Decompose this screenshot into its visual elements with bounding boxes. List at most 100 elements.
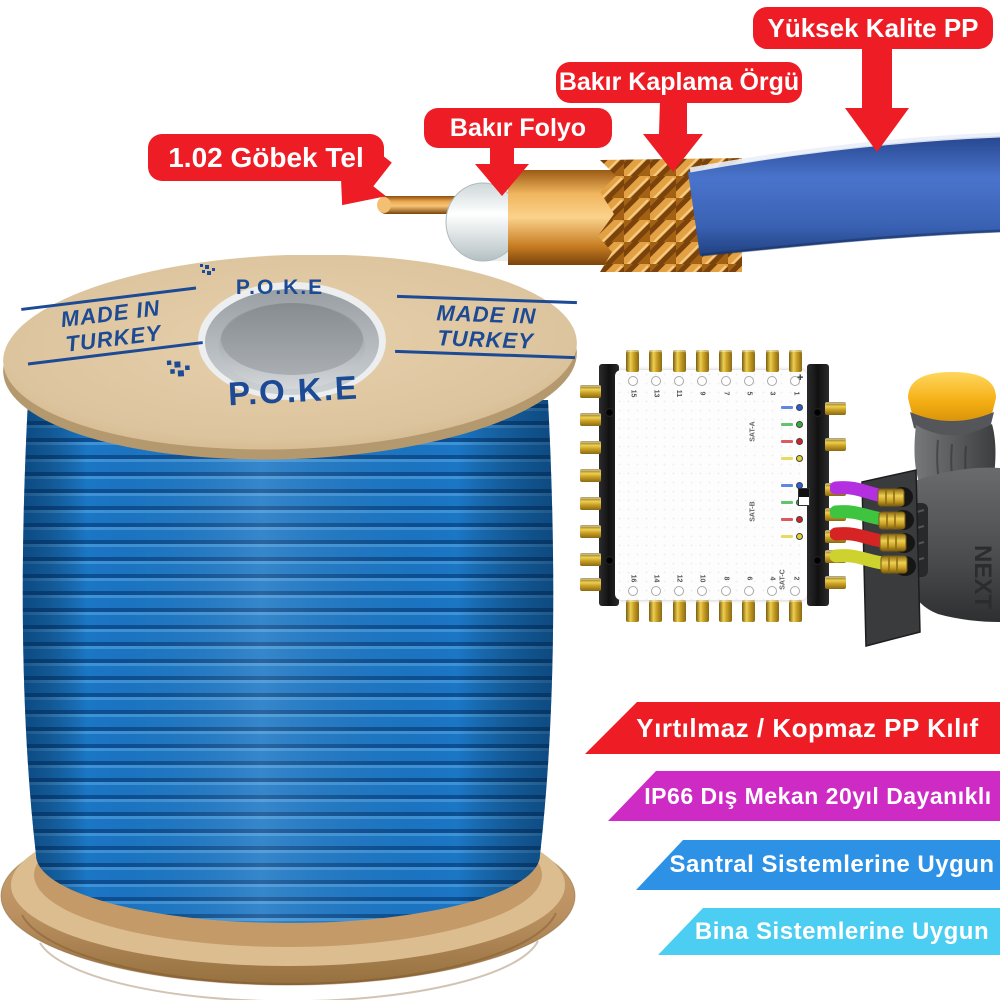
screw-hole-icon [743, 376, 754, 386]
f-connector-icon [649, 350, 663, 372]
f-connector-icon [580, 385, 601, 398]
port-number: 6 [745, 576, 753, 581]
led-row [757, 533, 803, 540]
f-connector-icon [719, 350, 733, 372]
made-in-line2: TURKEY [436, 325, 535, 354]
port-number: 15 [628, 389, 636, 398]
port-cell: 11 [672, 350, 687, 416]
f-connector-icon [649, 600, 663, 622]
led-row [757, 482, 803, 489]
screw-hole-icon [627, 376, 638, 386]
arrow-down-icon [475, 145, 529, 196]
screw-hole-icon [627, 586, 638, 596]
port-cell: 15 [625, 350, 640, 416]
port-number: 9 [698, 391, 706, 396]
sat-b-label: SAT-B [749, 501, 757, 522]
callout-jacket-label: Yüksek Kalite PP [753, 7, 993, 49]
jumper-cable-yellow [830, 549, 889, 570]
screw-hole-icon [650, 376, 661, 386]
f-connector-icon [825, 438, 846, 451]
poke-logo-text: P.O.K.E [235, 276, 325, 299]
sat-a-label: SAT-A [749, 421, 757, 442]
led-indicator-icon [796, 404, 803, 411]
f-connector-icon [580, 525, 601, 538]
screw-hole-icon [743, 586, 754, 596]
f-connector-icon [672, 350, 686, 372]
f-connector-icon [580, 441, 601, 454]
port-cell: 12 [672, 575, 687, 622]
f-connector-icon [580, 469, 601, 482]
port-cell: 4 [765, 575, 780, 622]
f-connector-icon [580, 553, 601, 566]
f-connector-icon [695, 350, 709, 372]
f-connector-icon [742, 600, 756, 622]
port-cell: 14 [648, 575, 663, 622]
port-cell: 13 [648, 350, 663, 416]
port-cell: 5 [741, 350, 756, 416]
port-number: 8 [722, 576, 730, 581]
screw-hole-icon [720, 586, 731, 596]
f-connector-icon [825, 402, 846, 415]
led-indicator-icon [796, 455, 803, 462]
screw-hole-icon [650, 586, 661, 596]
port-number: 10 [698, 574, 706, 583]
led-label-icon [781, 535, 793, 538]
screw-icon [605, 556, 614, 565]
port-number: 2 [791, 576, 799, 581]
f-connector-icon [626, 350, 639, 372]
multiswitch-right-rail [807, 364, 829, 606]
f-connector-icon [580, 497, 601, 510]
ms-switch-toggle [798, 488, 810, 506]
led-row [757, 499, 803, 506]
led-label-icon [781, 484, 793, 487]
f-connector-icon [580, 578, 601, 591]
f-connector-icon [788, 350, 802, 372]
led-label-icon [781, 423, 793, 426]
f-connector-icon [719, 600, 733, 622]
callout-foil-label: Bakır Folyo [424, 108, 612, 148]
multiswitch-left-rail [599, 364, 619, 606]
f-connector-icon [672, 600, 686, 622]
lnb-assembly: NEXT [830, 372, 1000, 647]
led-label-icon [781, 518, 793, 521]
screw-icon [813, 408, 822, 417]
feature-banner-pp-sheath: Yırtılmaz / Kopmaz PP Kılıf [585, 702, 1000, 754]
screw-hole-icon [697, 586, 708, 596]
screw-hole-icon [790, 376, 801, 386]
cable-spool [0, 255, 577, 1000]
f-connector-icon [695, 600, 709, 622]
port-number: 1 [791, 391, 799, 396]
feature-banner-bina: Bina Sistemlerine Uygun [658, 908, 1000, 955]
led-label-icon [781, 501, 793, 504]
screw-hole-icon [674, 586, 685, 596]
multiswitch-faceplate [615, 370, 807, 600]
port-cell: 8 [718, 575, 733, 622]
screw-hole-icon [720, 376, 731, 386]
f-connector-icon [626, 600, 639, 622]
poke-mosaic-icon [200, 264, 215, 275]
port-cell: 10 [695, 575, 710, 622]
port-number: 3 [768, 391, 776, 396]
poke-logo-text: P.O.K.E [227, 368, 360, 413]
sat-a-led-group [757, 404, 803, 462]
screw-hole-icon [790, 586, 801, 596]
f-connector-icon [877, 488, 908, 574]
port-number: 5 [745, 391, 753, 396]
screw-hole-icon [767, 586, 778, 596]
led-row [757, 421, 803, 428]
led-row [757, 404, 803, 411]
f-connector-icon [825, 576, 846, 589]
port-cell: 6 [741, 575, 756, 622]
port-number: 7 [722, 391, 730, 396]
port-number: 13 [652, 389, 660, 398]
port-number: 12 [675, 574, 683, 583]
ms-ports-top: 15 13 11 9 7 5 3 1 [625, 350, 803, 416]
led-row [757, 516, 803, 523]
poke-logo-large: P.O.K.E [166, 347, 420, 416]
made-in-turkey-right: MADE IN TURKEY [395, 294, 577, 360]
port-cell: 1 [788, 350, 803, 416]
led-label-icon [781, 406, 793, 409]
sat-b-led-group [757, 482, 803, 540]
